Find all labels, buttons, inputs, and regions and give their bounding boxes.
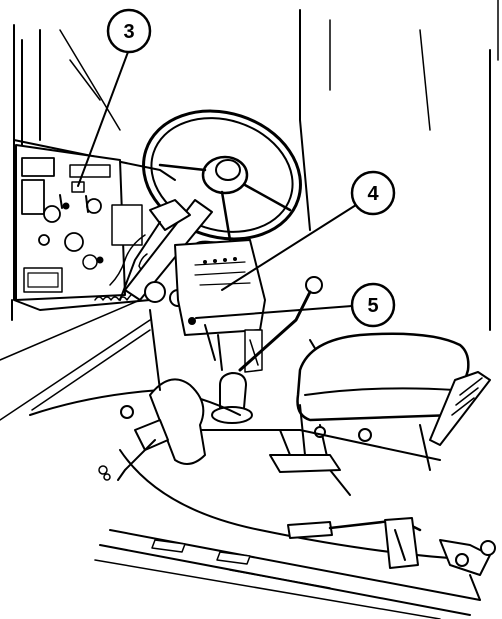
callout-3-label: 3 <box>123 21 134 43</box>
callout-4: 4 <box>350 170 396 216</box>
floor-and-pedals <box>29 309 481 561</box>
parking-brake <box>287 517 496 601</box>
callout-leaders <box>77 51 357 319</box>
callout-3: 3 <box>106 8 152 54</box>
steering-wheel <box>142 109 302 242</box>
driver-seat <box>269 332 491 496</box>
callout-5: 5 <box>350 282 396 328</box>
instrument-panel <box>15 144 148 301</box>
cab-structure <box>0 0 499 421</box>
callout-4-label: 4 <box>367 183 379 205</box>
callout-5-label: 5 <box>367 295 378 317</box>
lower-control-panel <box>174 239 266 373</box>
gear-shift <box>211 276 323 424</box>
running-board <box>94 529 481 619</box>
